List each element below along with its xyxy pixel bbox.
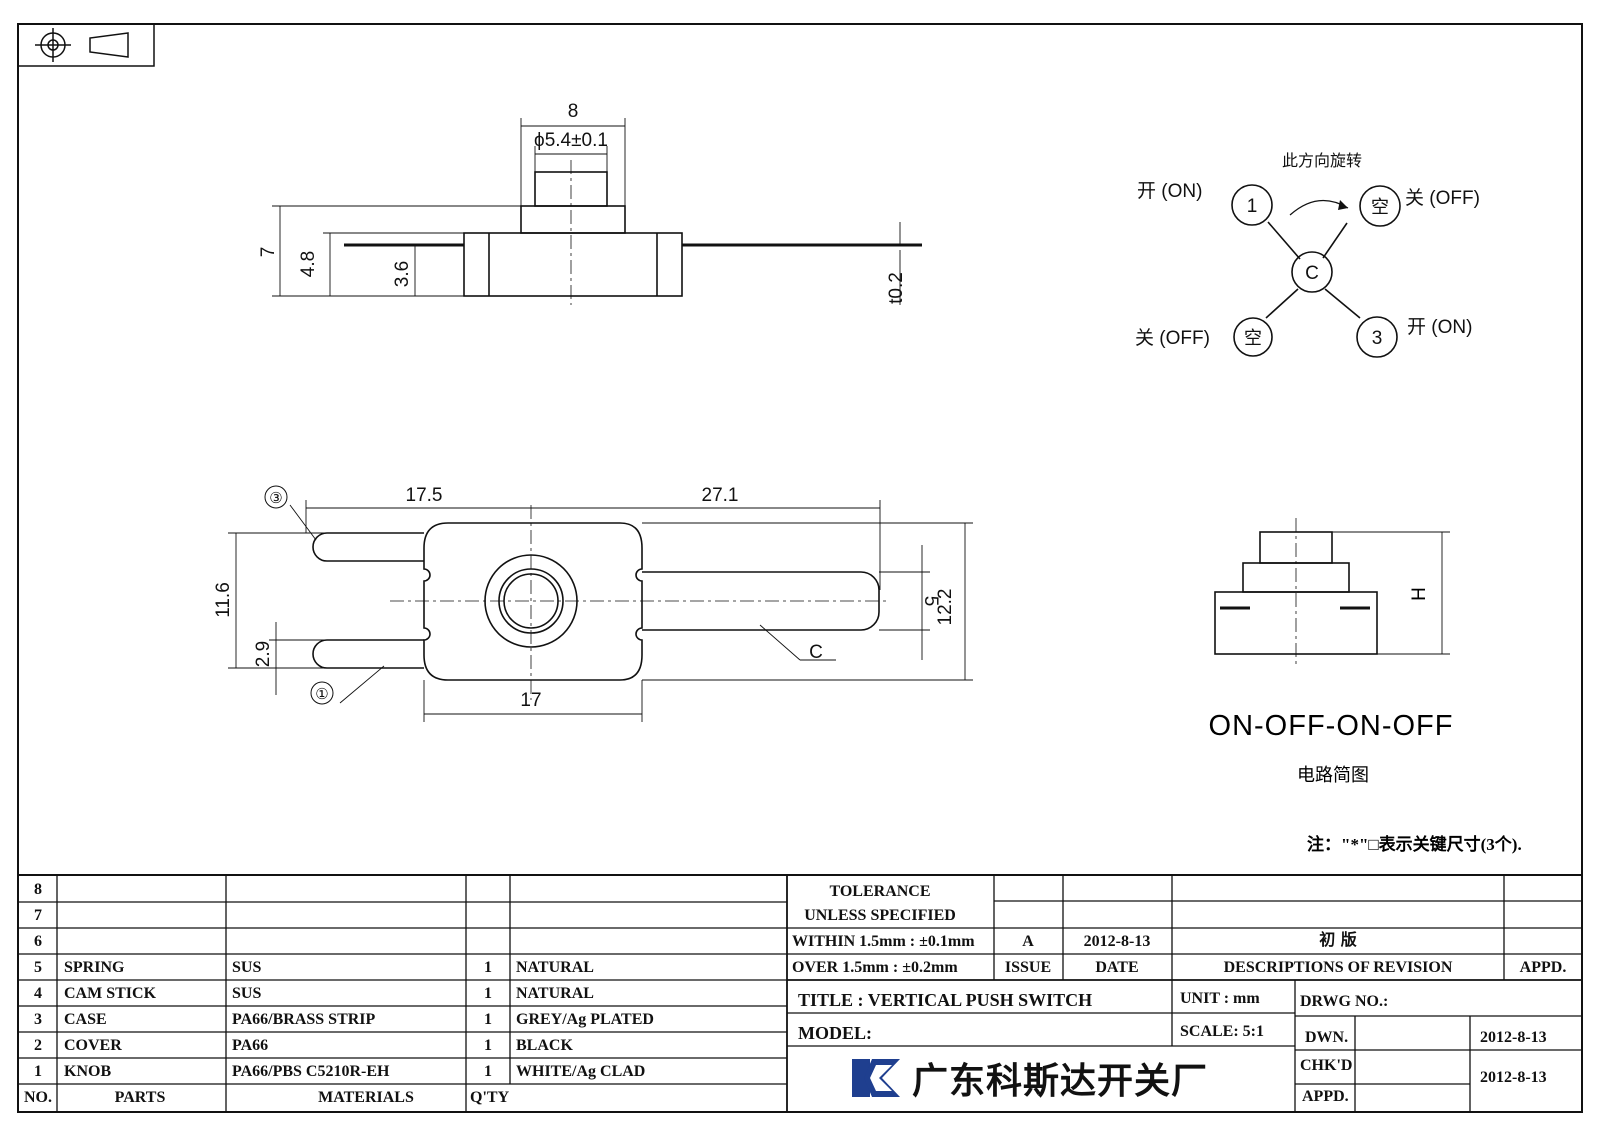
dwn-date: 2012-8-13	[1480, 1029, 1547, 1046]
label-on-left: 开 (ON)	[1137, 181, 1202, 202]
row-number: 6	[34, 933, 42, 950]
projection-symbol	[17, 23, 155, 67]
dim-thickness: t0.2	[886, 272, 907, 304]
dim-height-3-6: 3.6	[392, 261, 413, 287]
row-number: 4	[34, 985, 42, 1002]
dwn-label: DWN.	[1305, 1029, 1349, 1046]
unit: UNIT : mm	[1180, 990, 1260, 1007]
dim-height-7: 7	[258, 247, 279, 258]
terminal-3-label: ③	[269, 490, 282, 507]
sequence-label: ON-OFF-ON-OFF	[1209, 710, 1454, 742]
row-material: PA66	[232, 1037, 269, 1054]
dim-h: H	[1409, 587, 1430, 601]
issue-label: ISSUE	[1004, 959, 1052, 976]
tolerance-within: WITHIN 1.5mm : ±0.1mm	[792, 933, 975, 950]
row-part: CAM STICK	[64, 985, 157, 1002]
revision-value: 初 版	[1319, 930, 1357, 949]
row-material: SUS	[232, 959, 262, 976]
row-finish: NATURAL	[516, 985, 594, 1002]
node-1: 1	[1247, 196, 1258, 217]
row-qty: 1	[484, 959, 492, 976]
dim-27-1: 27.1	[702, 485, 739, 506]
top-view	[272, 118, 922, 305]
terminal-1-label: ①	[315, 686, 328, 703]
tolerance-line-1: TOLERANCE	[829, 883, 931, 900]
company-logo-icon	[852, 1059, 900, 1097]
row-qty: 1	[484, 1063, 492, 1080]
row-finish: WHITE/Ag CLAD	[516, 1063, 646, 1080]
label-off-left: 关 (OFF)	[1135, 327, 1210, 349]
drawing-title: TITLE : VERTICAL PUSH SWITCH	[798, 990, 1093, 1010]
row-number: 7	[34, 907, 42, 924]
schematic-label: 电路简图	[1297, 765, 1369, 785]
date-label: DATE	[1095, 959, 1139, 976]
node-empty-top: 空	[1371, 197, 1389, 217]
title-block-grid	[18, 874, 1582, 1112]
date-value: 2012-8-13	[1083, 933, 1151, 950]
plan-view	[228, 485, 973, 722]
tolerance-line-2: UNLESS SPECIFIED	[804, 907, 956, 924]
row-qty: 1	[484, 1011, 492, 1028]
sheet-border	[17, 23, 1583, 1113]
row-part: CASE	[64, 1011, 107, 1028]
circuit-diagram	[1231, 184, 1401, 358]
circuit-title: 此方向旋转	[1282, 152, 1362, 170]
model: MODEL:	[798, 1023, 872, 1043]
appd-label: APPD.	[1519, 959, 1567, 976]
label-off-right: 关 (OFF)	[1405, 187, 1480, 209]
drwg-no: DRWG NO.:	[1300, 993, 1389, 1010]
appd-row-label: APPD.	[1302, 1088, 1349, 1105]
tolerance-over: OVER 1.5mm : ±0.2mm	[792, 959, 958, 976]
row-finish: GREY/Ag PLATED	[516, 1011, 654, 1028]
dim-17-5: 17.5	[406, 485, 443, 506]
row-part: SPRING	[64, 959, 125, 976]
node-empty-bottom: 空	[1244, 328, 1262, 348]
row-qty: 1	[484, 1037, 492, 1054]
row-part: KNOB	[64, 1063, 112, 1080]
dim-11-6: 11.6	[213, 582, 234, 618]
node-3: 3	[1372, 328, 1383, 349]
row-finish: BLACK	[516, 1037, 573, 1054]
chkd-label: CHK'D	[1300, 1057, 1353, 1074]
row-material: PA66/PBS C5210R-EH	[232, 1063, 390, 1080]
row-number: 8	[34, 881, 42, 898]
row-part: COVER	[64, 1037, 122, 1054]
dim-height-4-8: 4.8	[298, 251, 319, 277]
dim-12-2: 12.2	[935, 589, 956, 626]
row-finish: NATURAL	[516, 959, 594, 976]
dim-2-9: 2.9	[253, 641, 274, 667]
row-material: SUS	[232, 985, 262, 1002]
dim-width-8: 8	[568, 101, 579, 122]
row-number: 5	[34, 959, 42, 976]
side-view	[1214, 518, 1450, 666]
dim-diameter: ϕ5.4±0.1	[534, 130, 608, 151]
dim-17: 17	[520, 690, 541, 711]
row-number: 3	[34, 1011, 42, 1028]
row-material: PA66/BRASS STRIP	[232, 1011, 376, 1028]
chkd-date: 2012-8-13	[1480, 1069, 1547, 1086]
scale: SCALE: 5:1	[1180, 1023, 1265, 1040]
company-block: 广东科斯达开关厂	[848, 1053, 1278, 1103]
label-on-right: 开 (ON)	[1407, 317, 1472, 338]
row-qty: 1	[484, 985, 492, 1002]
row-number: 2	[34, 1037, 42, 1054]
row-number: 1	[34, 1063, 42, 1080]
header-materials: MATERIALS	[318, 1089, 414, 1106]
issue-value: A	[1022, 933, 1034, 950]
header-no: NO.	[24, 1089, 52, 1106]
header-qty: Q'TY	[470, 1089, 510, 1106]
revision-desc-label: DESCRIPTIONS OF REVISION	[1223, 959, 1453, 976]
note: 注："*"□表示关键尺寸(3个).	[1307, 834, 1522, 854]
company-name: 广东科斯达开关厂	[912, 1061, 1209, 1102]
dim-5: 5	[920, 596, 941, 607]
node-c: C	[1305, 263, 1319, 284]
terminal-c-label: C	[809, 642, 823, 663]
header-parts: PARTS	[114, 1089, 166, 1106]
